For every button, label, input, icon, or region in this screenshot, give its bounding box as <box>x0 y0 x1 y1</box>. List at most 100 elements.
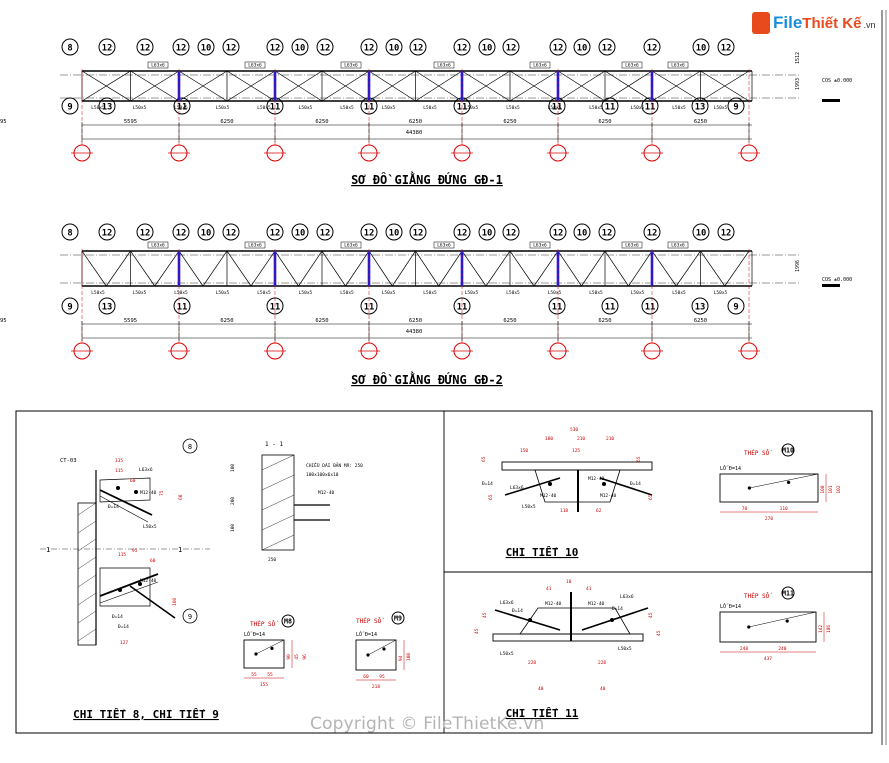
detail11-label: L50x5 <box>500 651 514 657</box>
gd1-bottom-callout-text: 9 <box>67 102 72 112</box>
gd2-bay-dim: 6250 <box>315 318 328 324</box>
plate-dim: 55 <box>251 672 257 678</box>
gd2-top-tag: L63x6 <box>151 243 165 249</box>
gd2-bottom-callout <box>61 297 79 315</box>
gd2-bottom-callout <box>691 297 709 315</box>
gd2-brace <box>581 250 606 287</box>
logo-rest-text: Thiết Kế <box>802 14 862 32</box>
gd1-top-callout-text: 8 <box>67 43 72 53</box>
gd2-brace <box>485 250 511 287</box>
gd1-top-callout-text: 12 <box>647 43 658 53</box>
detail11-dim: 41 <box>586 586 592 592</box>
detail89-dim: 75 <box>159 490 165 496</box>
gd2-top-callout-text: 10 <box>696 228 707 238</box>
gd1-brace <box>461 70 511 102</box>
detail10-dim: 150 <box>520 448 528 454</box>
gd2-top-callout <box>291 223 309 241</box>
gd1-top-callout-text: 12 <box>364 43 375 53</box>
gd2-cos-marker <box>822 284 840 287</box>
plate-dim: 155 <box>260 682 268 688</box>
gd2-brace <box>461 250 487 287</box>
plate-number-text: M10 <box>782 447 794 455</box>
gd1-bay-dim: 5595 <box>124 119 137 125</box>
gd2-top-callout-text: 12 <box>647 228 658 238</box>
gd2-bottom-tag: L50x5 <box>299 290 313 296</box>
detail89-section-mark: 1 <box>46 546 50 554</box>
gd2-bottom-callout-text: 11 <box>645 302 656 312</box>
plate-number <box>281 614 295 628</box>
plate-hole-label: LỖ Đ=14 <box>720 603 741 610</box>
gd1-bottom-tag: L50x5 <box>589 105 603 111</box>
gd1-bottom-tag: L50x5 <box>714 105 728 111</box>
detail10-dim: 125 <box>572 448 580 454</box>
gd2-brace <box>557 250 582 287</box>
detail89-bubble-8: 8 <box>188 443 192 451</box>
detail89-dim: 115 <box>118 552 126 558</box>
plate-number-text: M11 <box>782 590 794 598</box>
plate-dim: 102 <box>836 485 842 493</box>
gd1-top-callout-text: 10 <box>389 43 400 53</box>
gd2-top-callout <box>385 223 403 241</box>
gd2-top-callout-text: 12 <box>553 228 564 238</box>
detail11-dim: 45 <box>648 612 654 618</box>
gd2-bay-dims: 55956250625062506250625062505595 <box>0 318 707 324</box>
gd2-bottom-callout-text: 11 <box>457 302 468 312</box>
plate-title: THÉP SỐ <box>250 620 278 628</box>
gd2-bottom-callout-text: 13 <box>695 302 706 312</box>
gd1-bottom-tag: L50x5 <box>133 105 147 111</box>
gd1-top-callout <box>453 38 471 56</box>
gd1-bay-dim: 6250 <box>409 119 422 125</box>
gd1-bottom-callout-text: 11 <box>645 102 656 112</box>
detail89-bubble-9: 9 <box>188 613 192 621</box>
gd1-top-callout <box>316 38 334 56</box>
gd2-cos-label: COS ±0.000 <box>822 277 852 283</box>
gd1-top-callout-text: 12 <box>102 43 113 53</box>
gd1-bottom-tag: L50x5 <box>91 105 105 111</box>
plate-title: THÉP SỐ <box>744 449 772 457</box>
detail11-label: L50x5 <box>618 646 632 652</box>
gd2-brace <box>202 250 228 287</box>
plate-dim: 270 <box>765 516 773 522</box>
gd2-bottom-tag: L50x5 <box>672 290 686 296</box>
gd2-top-callout <box>136 223 154 241</box>
detail11-dim: 228 <box>528 660 536 666</box>
gd2-top-callout <box>692 223 710 241</box>
gd2-brace <box>345 250 370 287</box>
detail10-label: M12-40 <box>600 493 617 499</box>
gd1-height-dim: 1512 <box>795 52 801 64</box>
detail11-label: L63x6 <box>500 600 514 606</box>
gd1-top-tag: L63x6 <box>248 63 262 69</box>
gd1-bottom-callout-text: 9 <box>733 102 738 112</box>
gd1-brace <box>700 70 750 102</box>
detail11-dim: 10 <box>566 579 572 585</box>
gd2-bottom-tag: L50x5 <box>714 290 728 296</box>
gd2-bottom-tag: L50x5 <box>174 290 188 296</box>
gd2-top-callout-text: 10 <box>577 228 588 238</box>
gd2-top-callout-text: 12 <box>602 228 613 238</box>
plate-outline <box>719 473 819 503</box>
gd1-top-callout <box>98 38 116 56</box>
plate-dim: 96 <box>302 654 308 660</box>
plate-dim: 101 <box>828 485 834 493</box>
gd1-bottom-tag: L50x5 <box>340 105 354 111</box>
gd2-bottom-callout-text: 9 <box>67 302 72 312</box>
detail10-dim: 530 <box>570 427 578 433</box>
detail11-label: Đ=14 <box>612 606 623 612</box>
plate-dim: 248 <box>740 646 748 652</box>
gd2-brace <box>274 250 299 287</box>
gd2-top-callout <box>222 223 240 241</box>
detail11-dim: 41 <box>546 586 552 592</box>
detail89-label: Đ=14 <box>108 504 119 510</box>
plate-dim: 142 <box>818 625 824 633</box>
gd2-bay-dim: 6250 <box>503 318 516 324</box>
gd2-top-callout-text: 12 <box>140 228 151 238</box>
gd2-bottom-tag: L50x5 <box>216 290 230 296</box>
detail10-label: M12-40 <box>588 476 605 482</box>
detail10-label: M12-40 <box>540 493 557 499</box>
gd1-top-callout-text: 12 <box>602 43 613 53</box>
gd1-top-callout-text: 12 <box>413 43 424 53</box>
detail89-dim: 127 <box>120 640 128 646</box>
